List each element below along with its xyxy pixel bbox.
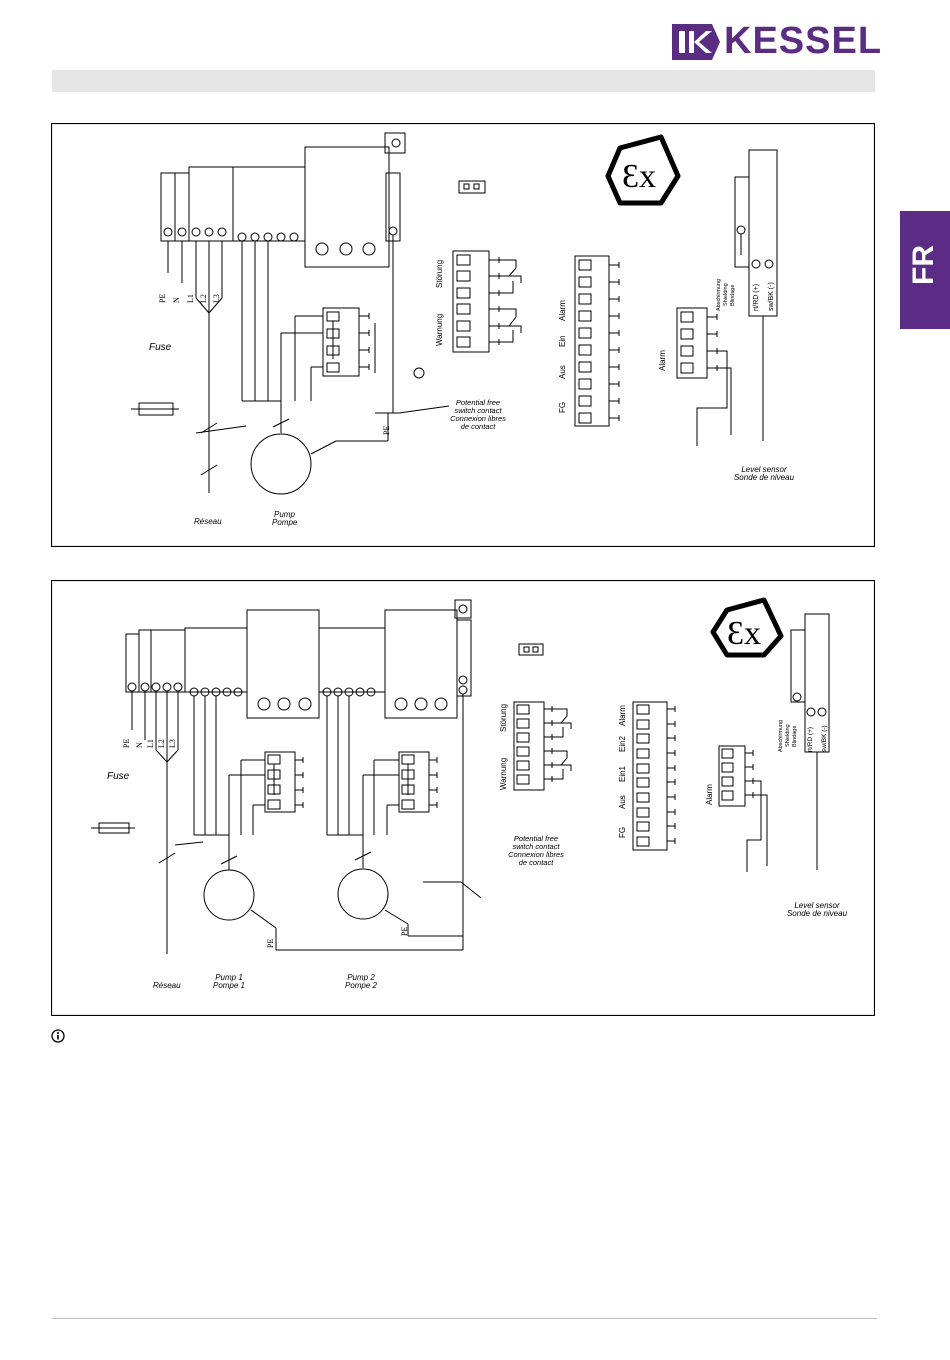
explosion-protection-icon: Ɛx [605, 134, 681, 206]
svg-text:Warnung: Warnung [435, 314, 444, 346]
svg-text:Sonde de niveau: Sonde de niveau [734, 473, 795, 482]
svg-text:L3: L3 [212, 294, 221, 303]
svg-text:Abschirmung: Abschirmung [716, 279, 722, 311]
svg-text:Warnung: Warnung [499, 758, 508, 790]
svg-text:L2: L2 [157, 739, 166, 748]
svg-text:PE: PE [400, 927, 409, 936]
fuse-label-2: Fuse [107, 771, 130, 782]
header-bar [52, 70, 875, 92]
svg-text:Pump 1: Pump 1 [215, 973, 243, 982]
svg-text:Ɛx: Ɛx [727, 615, 761, 652]
svg-text:L2: L2 [199, 294, 208, 303]
svg-text:Aus: Aus [558, 365, 567, 379]
svg-text:Alarm: Alarm [658, 350, 667, 371]
reseau-label-2: Réseau [153, 981, 181, 990]
footer-divider [52, 1318, 877, 1319]
svg-text:Shielding: Shielding [785, 724, 791, 747]
svg-text:Sonde de niveau: Sonde de niveau [787, 909, 848, 918]
svg-text:FG: FG [618, 827, 627, 838]
svg-text:Blindage: Blindage [730, 285, 736, 306]
svg-text:Aus: Aus [618, 795, 627, 809]
svg-text:Ein2: Ein2 [618, 735, 627, 752]
wiring-diagram-single-pump: Ɛx PE N L1 L2 L3 PE Fuse Réseau Pump Pom… [51, 123, 875, 547]
explosion-protection-icon-2: Ɛx [710, 597, 784, 658]
svg-text:PE: PE [266, 939, 275, 948]
svg-text:Shielding: Shielding [723, 283, 729, 306]
svg-text:Connexion libres: Connexion libres [508, 850, 564, 859]
svg-text:switch contact: switch contact [454, 406, 502, 415]
svg-text:FG: FG [558, 402, 567, 413]
svg-text:L3: L3 [168, 739, 177, 748]
pump-label: Pump [274, 510, 295, 519]
svg-text:Pompe 2: Pompe 2 [345, 981, 378, 990]
svg-text:Alarm: Alarm [558, 300, 567, 321]
svg-text:Potential free: Potential free [456, 398, 500, 407]
svg-text:Pump 2: Pump 2 [347, 973, 375, 982]
info-icon [51, 1029, 65, 1043]
svg-text:de contact: de contact [461, 422, 497, 431]
svg-text:Connexion libres: Connexion libres [450, 414, 506, 423]
svg-text:N: N [172, 297, 181, 303]
pump-label-fr: Pompe [272, 518, 298, 527]
wiring-diagram-two-pumps: Ɛx PE N L1 L2 L3 PE PE Fuse Réseau Pump … [51, 580, 875, 1016]
svg-text:L1: L1 [186, 294, 195, 303]
brand-name: KESSEL [724, 20, 883, 62]
svg-text:Pompe 1: Pompe 1 [213, 981, 245, 990]
svg-text:Blindage: Blindage [792, 726, 798, 747]
svg-text:rt/RD (+): rt/RD (+) [807, 727, 814, 752]
svg-text:de contact: de contact [519, 858, 555, 867]
svg-text:rt/RD (+): rt/RD (+) [753, 284, 760, 311]
svg-text:Alarm: Alarm [705, 784, 714, 805]
svg-text:switch contact: switch contact [512, 842, 560, 851]
svg-text:Ɛx: Ɛx [622, 158, 656, 195]
svg-text:sw/BK (-): sw/BK (-) [821, 725, 828, 752]
kessel-logo-mark-icon [672, 24, 720, 60]
svg-text:Störung: Störung [435, 260, 444, 288]
svg-text:Störung: Störung [499, 704, 508, 732]
svg-text:Potential free: Potential free [514, 834, 558, 843]
svg-text:N: N [135, 742, 144, 748]
svg-text:Ein1: Ein1 [618, 765, 627, 782]
svg-text:Level sensor: Level sensor [794, 901, 840, 910]
reseau-label: Réseau [194, 517, 222, 526]
svg-text:PE: PE [122, 739, 131, 748]
svg-text:PE: PE [382, 426, 391, 435]
svg-text:L1: L1 [146, 739, 155, 748]
svg-text:Level sensor: Level sensor [741, 465, 787, 474]
svg-text:Abschirmung: Abschirmung [778, 720, 784, 752]
language-tab-label: FR [907, 245, 940, 285]
svg-text:PE: PE [158, 294, 167, 303]
svg-text:Ein: Ein [558, 335, 567, 347]
fuse-label: Fuse [149, 342, 172, 353]
svg-text:sw/BK (-): sw/BK (-) [768, 282, 775, 311]
svg-text:Alarm: Alarm [618, 705, 627, 726]
language-tab: FR [900, 211, 950, 329]
